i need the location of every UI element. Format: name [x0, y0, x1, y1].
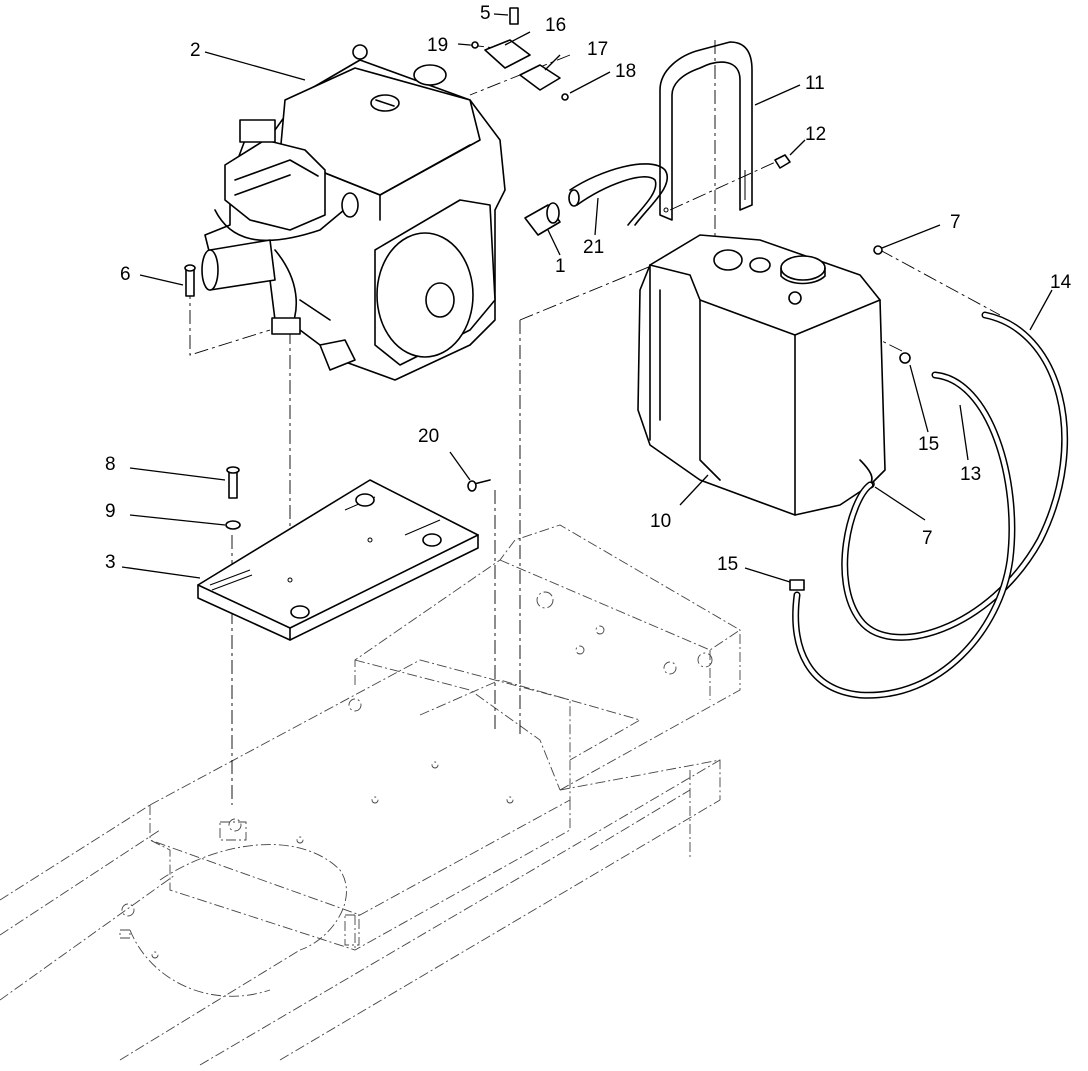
hardware [184, 7, 911, 591]
leaders [121, 13, 1053, 583]
fuel-tank [637, 234, 886, 516]
callout-13: 13 [960, 464, 981, 485]
callout-6: 6 [120, 264, 131, 285]
callout-1: 1 [555, 256, 566, 277]
callout-15-lower: 15 [717, 554, 738, 575]
callout-8: 8 [105, 454, 116, 475]
fuel-hose-13 [792, 371, 1016, 699]
callout-9: 9 [105, 501, 116, 522]
tank-strap [659, 41, 753, 221]
fuel-hose-21 [568, 163, 668, 226]
callout-10: 10 [650, 511, 671, 532]
callout-19: 19 [427, 35, 448, 56]
callout-12: 12 [805, 124, 826, 145]
callout-3: 3 [105, 552, 116, 573]
callout-17: 17 [587, 39, 608, 60]
fuel-filter [524, 202, 561, 236]
callout-20: 20 [418, 426, 439, 447]
engine [201, 44, 506, 381]
callout-15-upper: 15 [918, 434, 939, 455]
machine-frame [0, 524, 741, 1066]
callout-11: 11 [805, 73, 825, 94]
callout-7-top: 7 [950, 212, 961, 233]
callout-5: 5 [480, 3, 491, 24]
fuel-hose-14 [841, 311, 1069, 641]
callout-7-bottom: 7 [922, 528, 933, 549]
engine-plate [197, 479, 479, 641]
callouts: 2 5 19 16 17 18 11 12 6 1 21 7 14 15 13 … [105, 3, 1072, 575]
callout-16: 16 [545, 15, 566, 36]
callout-18: 18 [615, 61, 636, 82]
callout-2: 2 [190, 40, 201, 61]
callout-21: 21 [583, 237, 604, 258]
callout-14: 14 [1050, 272, 1072, 293]
